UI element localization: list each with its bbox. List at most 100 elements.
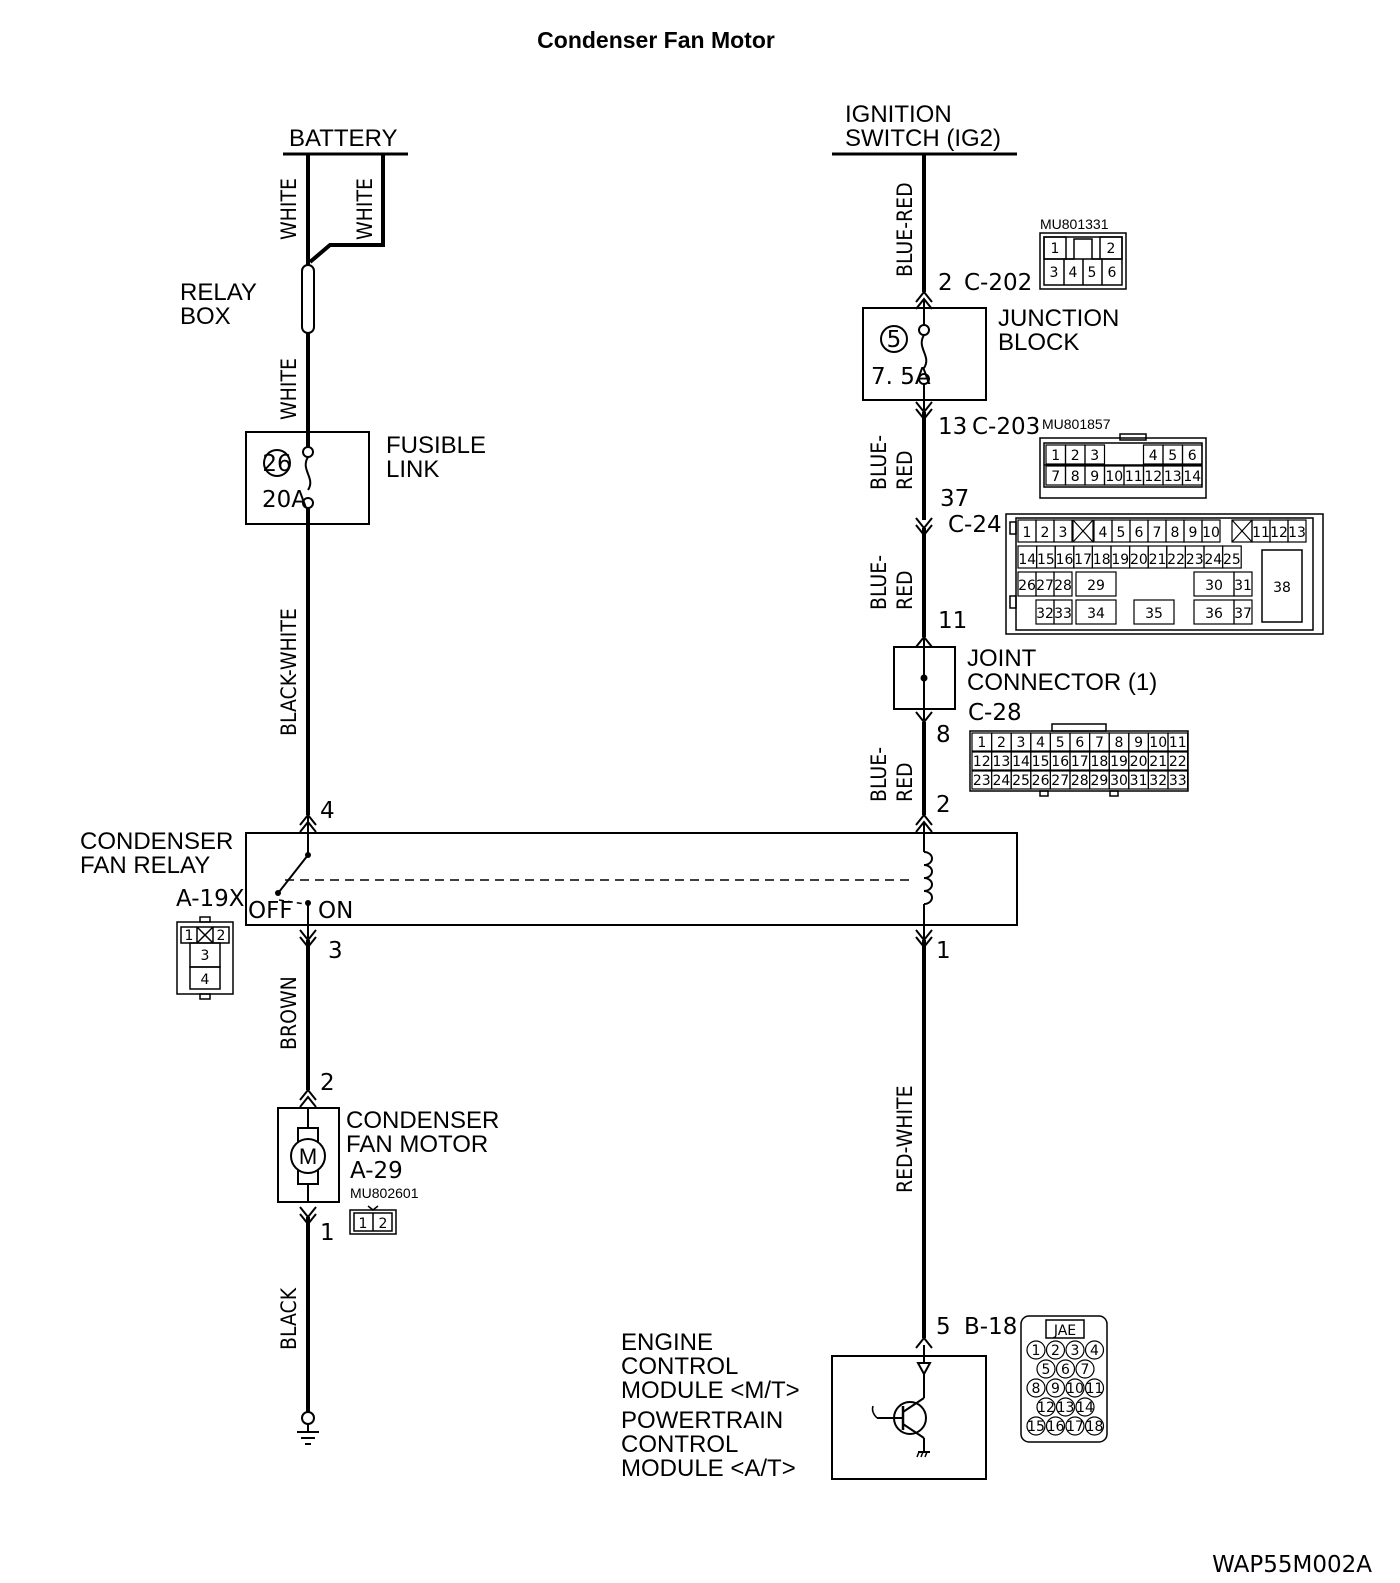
relay-face-1: 1	[185, 928, 194, 944]
mu801331-cell-2: 2	[1107, 241, 1116, 257]
relay-sw-in-pin: 4	[320, 798, 335, 824]
c24-cell: 28	[1054, 578, 1072, 594]
wire-blue-red-1b: RED	[893, 450, 917, 490]
b18-pin: 5	[936, 1314, 951, 1340]
fusible-link-amp: 20A	[262, 487, 307, 513]
c24-cell-box	[1053, 599, 1073, 625]
c28-cell-box	[1167, 732, 1189, 752]
b18-cavity	[1084, 1340, 1105, 1360]
b18-cavity	[1036, 1359, 1056, 1379]
wire-blue-red-2a: BLUE-	[867, 555, 891, 610]
ecm-label-2: CONTROL	[621, 1353, 738, 1380]
wire-blue-red-3b: RED	[893, 762, 917, 802]
relay-label-1: CONDENSER	[80, 828, 233, 855]
c28-cell: 9	[1134, 735, 1143, 751]
c24-cell: 21	[1149, 552, 1167, 568]
mu801857-cell: 7	[1051, 469, 1060, 485]
c24-cell: 19	[1111, 552, 1129, 568]
b18-cell: 16	[1047, 1419, 1065, 1435]
mu801857-cell-box	[1084, 444, 1106, 465]
c24-unused-cavity	[1231, 519, 1253, 543]
b18-cell: 9	[1051, 1381, 1060, 1397]
c24-cell: 31	[1234, 578, 1252, 594]
c28-cell: 13	[992, 754, 1010, 770]
c28-cell: 5	[1056, 735, 1065, 751]
wire-blue-red-1a: BLUE-	[867, 435, 891, 490]
c24-cell: 11	[1252, 525, 1270, 541]
b18-cavity	[1084, 1416, 1105, 1436]
c28-cell-box	[1167, 751, 1189, 771]
mu801331-cell-4: 4	[1069, 265, 1078, 281]
c28-cell: 21	[1149, 754, 1167, 770]
wire-white-a: WHITE	[277, 178, 301, 240]
b18-cell: 18	[1086, 1419, 1104, 1435]
c28-cell: 8	[1115, 735, 1124, 751]
c24-unused-mark	[1231, 519, 1253, 543]
c28-cell: 33	[1169, 773, 1187, 789]
c24-cell: 29	[1087, 578, 1105, 594]
b18-cavity	[1075, 1359, 1095, 1379]
b18-cell: 15	[1027, 1419, 1045, 1435]
battery-label: BATTERY	[289, 125, 397, 152]
b18-cell: 5	[1042, 1362, 1051, 1378]
b18-cavity	[1065, 1378, 1085, 1398]
c28-id: C-28	[968, 700, 1022, 726]
c24-face	[1005, 513, 1324, 635]
mu801857-cell: 2	[1071, 448, 1080, 464]
c28-pin: 8	[936, 722, 951, 748]
b18-cell: 8	[1032, 1381, 1041, 1397]
b18-id: B-18	[964, 1314, 1017, 1340]
document-code: WAP55M002A	[1212, 1552, 1372, 1578]
relay-face-2: 2	[217, 928, 226, 944]
ecm-label-3: MODULE <M/T>	[621, 1377, 800, 1404]
wire-white-c: WHITE	[277, 358, 301, 420]
mu801857-cell: 9	[1090, 469, 1099, 485]
c24-cell: 10	[1202, 525, 1220, 541]
c24-cell: 26	[1018, 578, 1036, 594]
c24-cell: 9	[1189, 525, 1198, 541]
joint-connector-label-2: CONNECTOR (1)	[967, 669, 1157, 696]
b18-cell: 3	[1071, 1343, 1080, 1359]
c28-cell: 4	[1036, 735, 1045, 751]
c24-cell: 14	[1018, 552, 1036, 568]
junction-block-label-1: JUNCTION	[998, 305, 1119, 332]
c24-unused-mark	[1072, 519, 1094, 543]
pcm-label-2: CONTROL	[621, 1431, 738, 1458]
c28-cell: 26	[1032, 773, 1050, 789]
c24-pin-in: 37	[940, 486, 969, 512]
relay-coil-out-pin: 1	[936, 938, 951, 964]
c24-cell-box	[1221, 545, 1242, 569]
c24-cell: 34	[1087, 606, 1105, 622]
c28-cell: 19	[1110, 754, 1128, 770]
c202-id: C-202	[964, 270, 1032, 296]
c24-cell: 18	[1093, 552, 1111, 568]
fusible-link-label-2: LINK	[386, 456, 439, 483]
c24-cell-box	[1133, 599, 1175, 625]
c28-cell: 1	[977, 735, 986, 751]
c24-cell: 2	[1041, 525, 1050, 541]
wire-blue-red-2b: RED	[893, 570, 917, 610]
relay-connector-face	[176, 916, 234, 1000]
relay-label-2: FAN RELAY	[80, 852, 210, 879]
c24-big-cell: 38	[1273, 580, 1291, 596]
c28-cell: 27	[1051, 773, 1069, 789]
mu801331-cell-5: 5	[1088, 265, 1097, 281]
c28-cell: 25	[1012, 773, 1030, 789]
b18-cell: 13	[1057, 1400, 1075, 1416]
b18-cell: 10	[1066, 1381, 1084, 1397]
c24-cell: 37	[1234, 606, 1252, 622]
c24-id: C-24	[948, 512, 1002, 538]
c28-cell: 16	[1051, 754, 1069, 770]
ignition-label-1: IGNITION	[845, 101, 952, 128]
c28-cell: 28	[1071, 773, 1089, 789]
pcm-label-3: MODULE <A/T>	[621, 1455, 796, 1482]
wire-blue-red-top: BLUE-RED	[893, 182, 917, 277]
c203-pin: 13	[938, 414, 967, 440]
b18-cell: 14	[1076, 1400, 1094, 1416]
relay-id: A-19X	[176, 886, 245, 912]
wire-white-b: WHITE	[353, 178, 377, 240]
diagram-title: Condenser Fan Motor	[537, 27, 775, 53]
relay-sw-out-pin: 3	[328, 938, 343, 964]
c28-cell: 18	[1090, 754, 1108, 770]
c28-cell: 3	[1017, 735, 1026, 751]
